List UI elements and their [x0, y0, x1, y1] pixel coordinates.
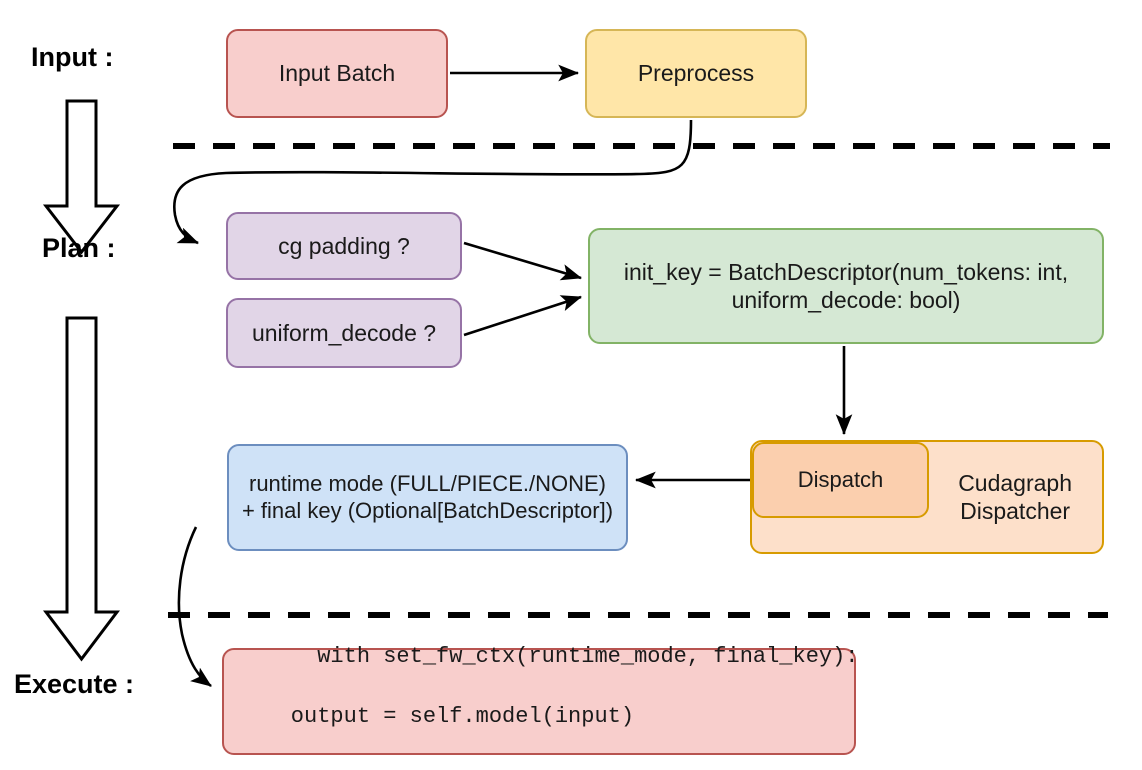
node-uniform-decode[interactable]: uniform_decode ?: [226, 298, 462, 368]
edge-runtime-mode-to-exec-code: [177, 526, 212, 688]
node-cudagraph-dispatcher-line-1: Cudagraph: [958, 469, 1072, 496]
node-preprocess-label: Preprocess: [637, 60, 755, 87]
node-init-key[interactable]: init_key = BatchDescriptor(num_tokens: i…: [588, 228, 1104, 344]
flow-arrow-plan-to-execute: [42, 316, 121, 662]
node-cudagraph-dispatcher-line-2: Dispatcher: [960, 498, 1071, 524]
node-init-key-line-2: uniform_decode: bool): [731, 287, 961, 313]
node-init-key-line-1: init_key = BatchDescriptor(num_tokens: i…: [623, 258, 1069, 285]
node-exec-code[interactable]: with set_fw_ctx(runtime_mode, final_key)…: [222, 644, 859, 755]
node-runtime-mode[interactable]: runtime mode (FULL/PIECE./NONE) + final …: [227, 444, 628, 551]
node-preprocess[interactable]: Preprocess: [585, 29, 807, 118]
node-cudagraph-dispatcher-label: Cudagraph Dispatcher: [958, 469, 1072, 525]
node-cg-padding-label: cg padding ?: [278, 232, 410, 259]
node-cg-padding[interactable]: cg padding ?: [226, 212, 462, 280]
node-uniform-decode-label: uniform_decode ?: [251, 319, 437, 346]
node-init-key-label: init_key = BatchDescriptor(num_tokens: i…: [600, 258, 1092, 314]
stage-label-plan: Plan :: [42, 233, 116, 263]
stage-label-input: Input :: [31, 42, 114, 72]
edge-uniform-decode-to-init-key: [463, 295, 582, 337]
node-runtime-mode-line-1: runtime mode (FULL/PIECE./NONE): [249, 470, 606, 496]
node-exec-code-line-2: output = self.model(input): [238, 703, 635, 729]
node-runtime-mode-label: runtime mode (FULL/PIECE./NONE) + final …: [239, 471, 616, 525]
edge-cg-padding-to-init-key: [463, 241, 582, 281]
node-exec-code-line-1: with set_fw_ctx(runtime_mode, final_key)…: [317, 644, 859, 670]
node-dispatch-label: Dispatch: [797, 466, 884, 492]
node-exec-code-label: with set_fw_ctx(runtime_mode, final_key)…: [238, 612, 859, 770]
node-runtime-mode-line-2: + final key (Optional[BatchDescriptor]): [241, 497, 614, 523]
stage-label-execute: Execute :: [14, 669, 135, 699]
node-input-batch[interactable]: Input Batch: [226, 29, 448, 118]
node-dispatch[interactable]: Dispatch: [752, 442, 929, 518]
flow-arrow-input-to-plan: [42, 99, 121, 255]
node-input-batch-label: Input Batch: [278, 60, 396, 87]
